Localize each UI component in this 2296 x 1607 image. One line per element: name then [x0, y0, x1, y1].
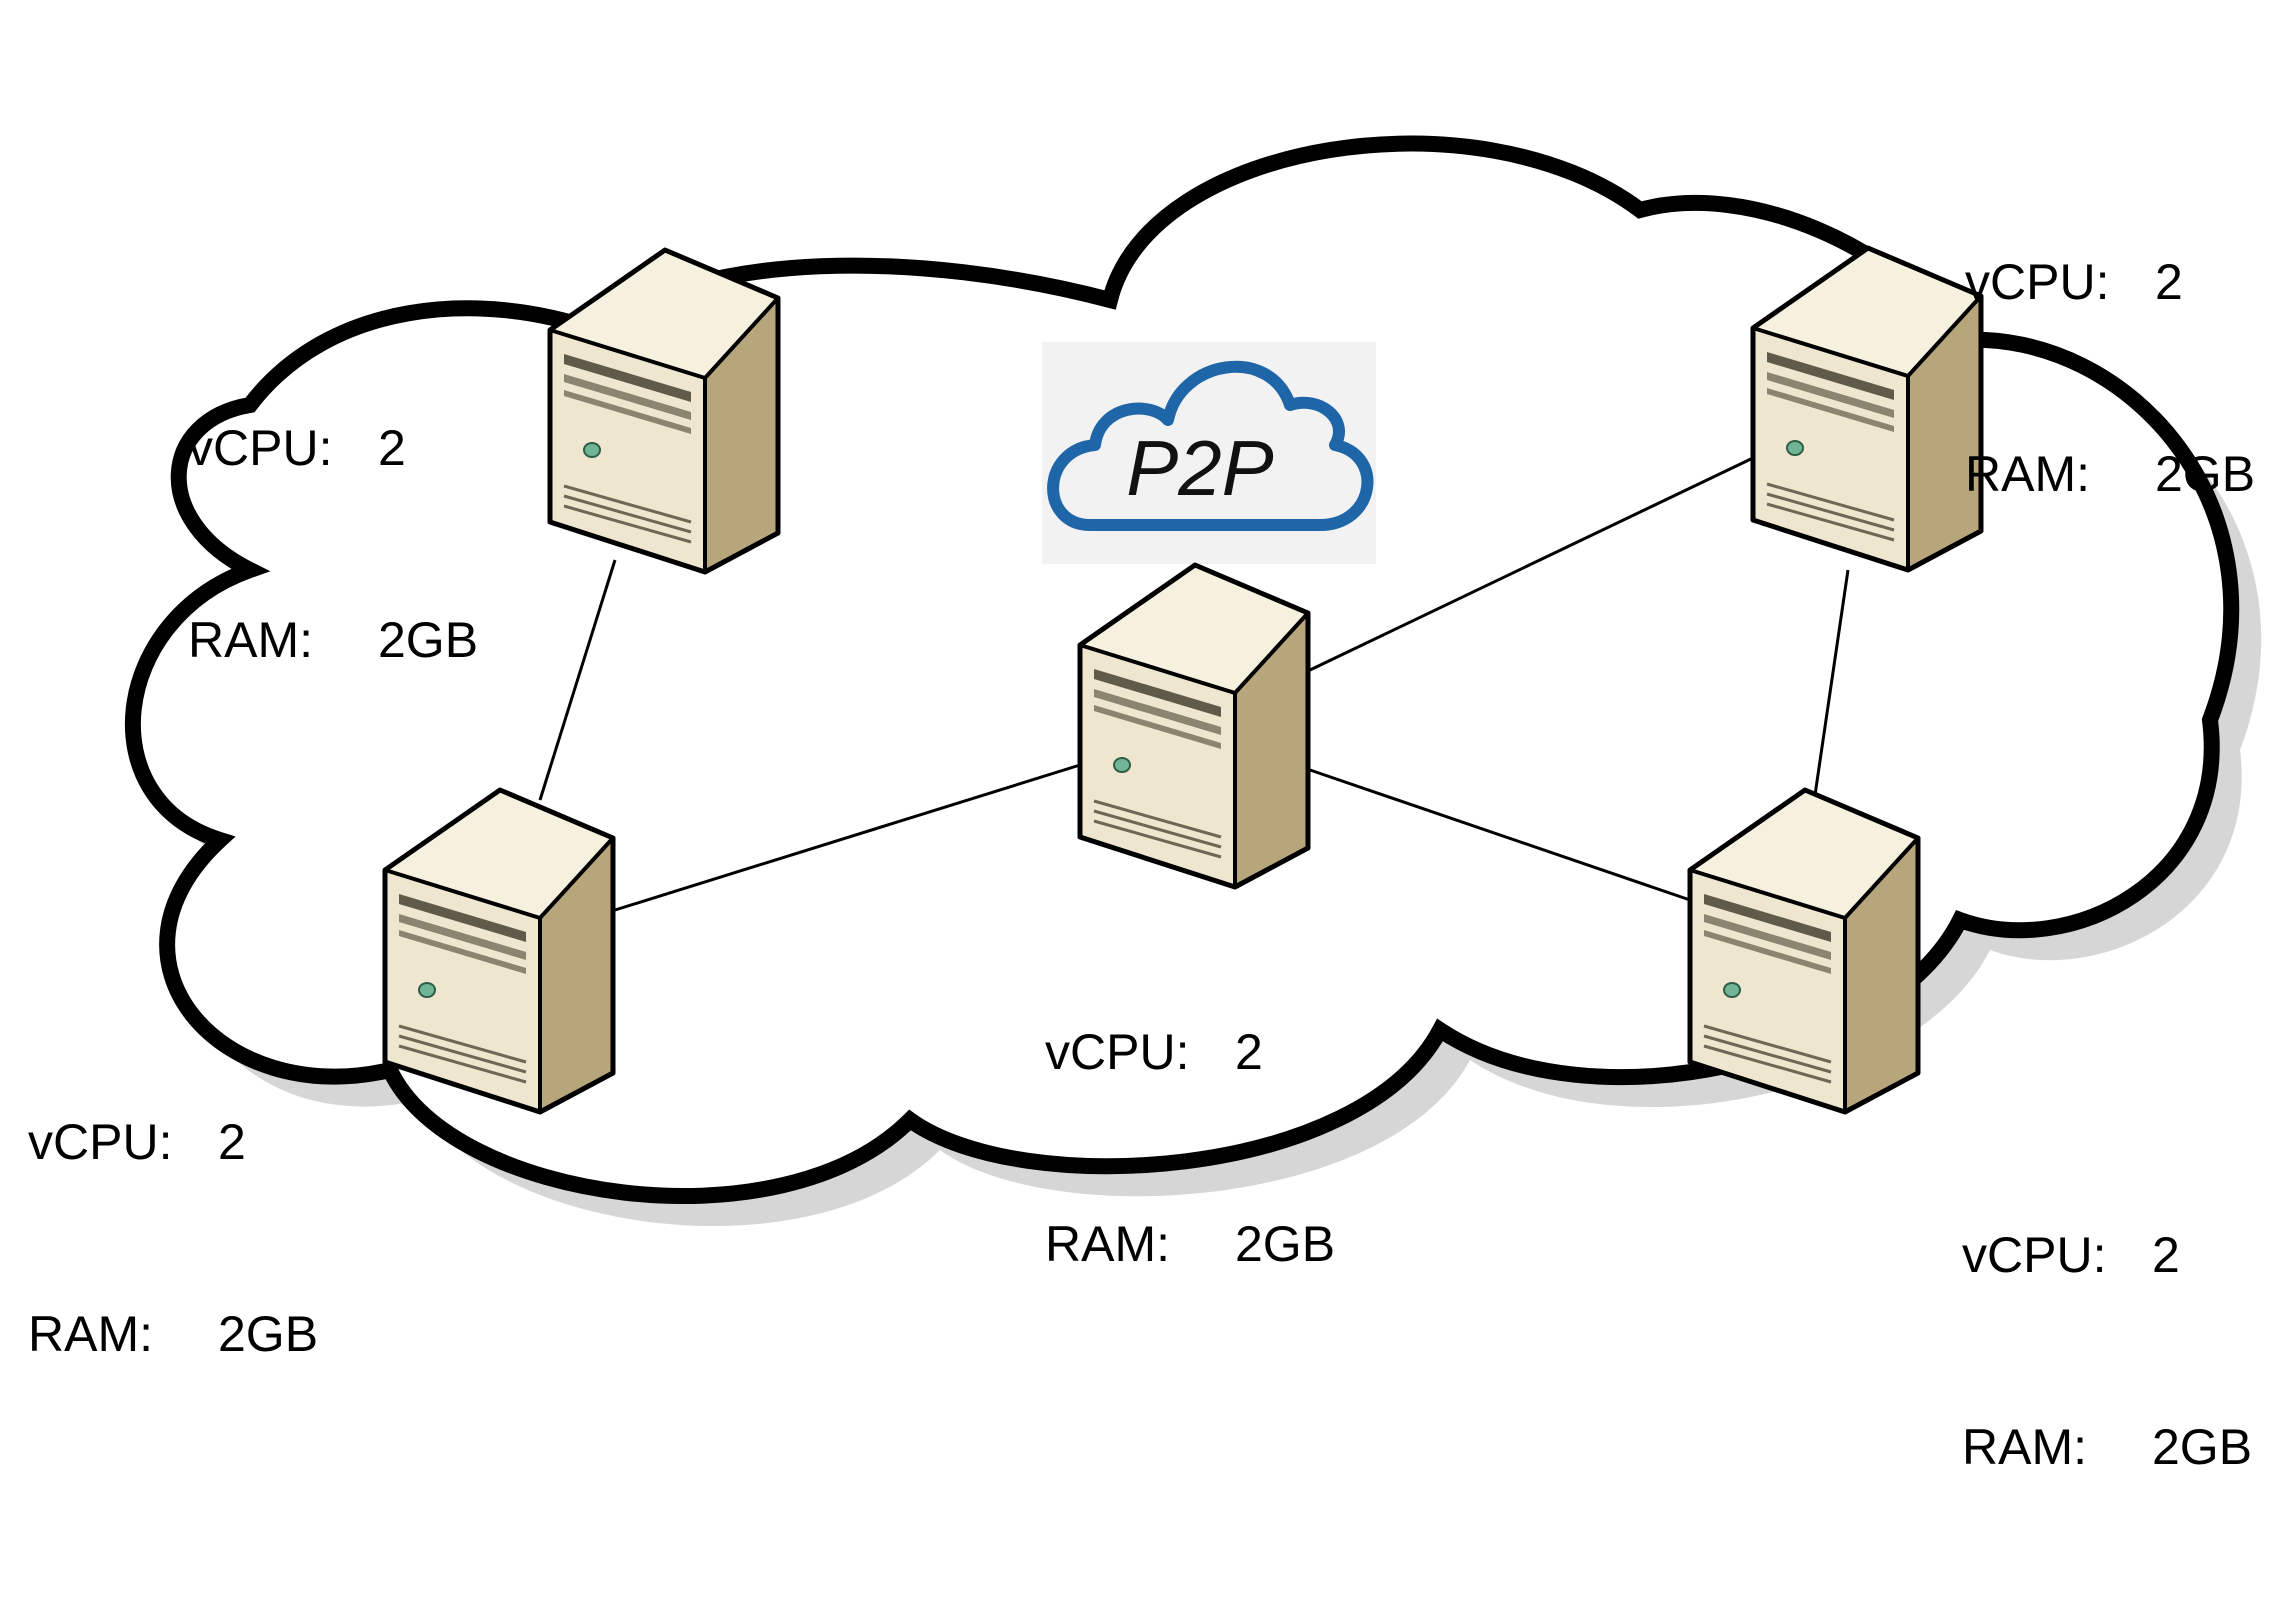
network-links: [538, 456, 1850, 912]
cpu-value: 2: [2152, 1227, 2180, 1283]
diagram-canvas: P2P: [124, 135, 2262, 1227]
ram-label: RAM:: [188, 612, 313, 668]
ram-label: RAM:: [1045, 1216, 1170, 1272]
ram-value: 2GB: [2152, 1419, 2253, 1475]
ram-label: RAM:: [28, 1306, 153, 1362]
cpu-value: 2: [378, 420, 406, 476]
p2p-logo: P2P: [1042, 342, 1376, 564]
ram-label: RAM:: [1965, 446, 2090, 502]
ram-value: 2GB: [378, 612, 479, 668]
ram-value: 2GB: [1235, 1216, 1336, 1272]
cpu-label: vCPU:: [1045, 1024, 1190, 1080]
cpu-value: 2: [1235, 1024, 1263, 1080]
cpu-label: vCPU:: [1962, 1227, 2107, 1283]
logo-cloud-icon: [1047, 360, 1374, 531]
ram-value: 2GB: [218, 1306, 319, 1362]
node-spec-top-left: vCPU: 2 RAM: 2GB: [188, 288, 478, 800]
node-spec-bottom-right: vCPU: 2 RAM: 2GB: [1962, 1095, 2252, 1607]
p2p-network-diagram: P2P vCPU: 2 RAM: 2GB vCPU: 2 RAM: 2GB vCPU: 2…: [28, 122, 2262, 1475]
node-spec-top-right: vCPU: 2 RAM: 2GB: [1965, 122, 2255, 634]
cpu-label: vCPU:: [28, 1114, 173, 1170]
link-center-bottom-right: [1309, 768, 1691, 902]
link-top-right-bottom-right: [1813, 569, 1850, 796]
cpu-label: vCPU:: [1965, 254, 2110, 310]
ram-label: RAM:: [1962, 1419, 2087, 1475]
cpu-value: 2: [218, 1114, 246, 1170]
cpu-value: 2: [2155, 254, 2183, 310]
cpu-label: vCPU:: [188, 420, 333, 476]
link-bottom-left-center: [614, 763, 1081, 912]
link-center-top-right: [1309, 456, 1754, 672]
ram-value: 2GB: [2155, 446, 2256, 502]
link-top-left-bottom-left: [538, 559, 617, 801]
node-spec-center: vCPU: 2 RAM: 2GB: [1045, 892, 1335, 1404]
node-spec-bottom-left: vCPU: 2 RAM: 2GB: [28, 982, 318, 1494]
logo-text: P2P: [1126, 424, 1273, 512]
server-icon-top-left: [550, 250, 778, 572]
